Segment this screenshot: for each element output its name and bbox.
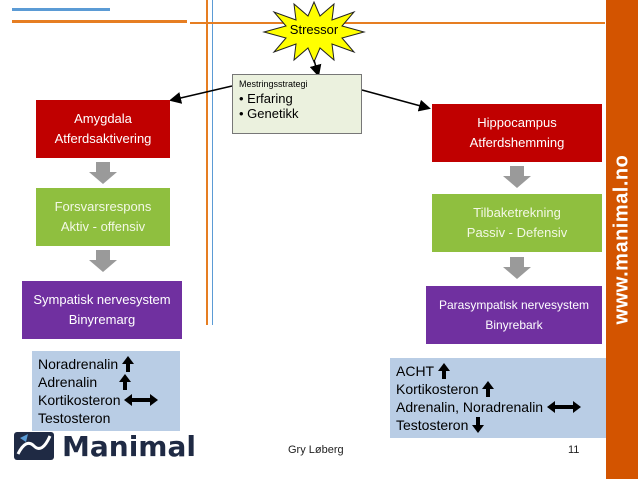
sidebar-url-text: www.manimal.no bbox=[610, 154, 633, 325]
vertical-accent-line-blue bbox=[212, 0, 213, 325]
arrow-up-icon bbox=[122, 356, 135, 372]
hormone-row: Noradrenalin bbox=[38, 355, 174, 373]
top-accent-line-blue bbox=[12, 8, 110, 11]
defense-response-box: Forsvarsrespons Aktiv - offensiv bbox=[36, 188, 170, 246]
manimal-logo: Manimal bbox=[12, 428, 196, 464]
sympathetic-nervous-system-box: Sympatisk nervesystem Binyremarg bbox=[22, 281, 182, 339]
arrow-down-icon bbox=[472, 417, 485, 433]
withdrawal-label: Tilbaketrekning bbox=[473, 205, 561, 220]
hippocampus-box: Hippocampus Atferdshemming bbox=[432, 104, 602, 162]
right-hormone-box: ACHT Kortikosteron Adrenalin, Noradrenal… bbox=[390, 358, 606, 438]
hormone-row: Kortikosteron bbox=[396, 380, 600, 398]
strategy-item: • Genetikk bbox=[239, 106, 299, 121]
hormone-row: Testosteron bbox=[38, 410, 111, 426]
sidebar-band bbox=[606, 0, 638, 479]
defense-response-label: Forsvarsrespons bbox=[54, 199, 152, 214]
logo-mark-icon bbox=[14, 432, 54, 460]
arrow-up-icon bbox=[438, 363, 451, 379]
adrenal-cortex-label: Binyrebark bbox=[485, 318, 543, 332]
amygdala-label: Amygdala bbox=[74, 111, 132, 126]
footer-page-number: 11 bbox=[568, 444, 580, 456]
behavior-activation-label: Atferdsaktivering bbox=[54, 131, 152, 146]
coping-strategy-box: Mestringsstrategi • Erfaring • Genetikk bbox=[232, 74, 362, 134]
hormone-row: Testosteron bbox=[396, 416, 600, 434]
parasympathetic-label: Parasympatisk nervesystem bbox=[438, 298, 590, 312]
amygdala-box: Amygdala Atferdsaktivering bbox=[36, 100, 170, 158]
parasympathetic-nervous-system-box: Parasympatisk nervesystem Binyrebark bbox=[426, 286, 602, 344]
top-accent-line-orange bbox=[12, 20, 187, 23]
active-offensive-label: Aktiv - offensiv bbox=[60, 219, 146, 234]
arrow-up-icon bbox=[482, 381, 495, 397]
adrenal-medulla-label: Binyremarg bbox=[68, 312, 136, 327]
down-arrow-icon bbox=[89, 250, 117, 272]
down-arrow-icon bbox=[89, 162, 117, 184]
down-arrow-icon bbox=[503, 257, 531, 279]
horizontal-accent-line bbox=[190, 22, 605, 24]
passive-defensive-label: Passiv - Defensiv bbox=[466, 225, 568, 240]
sympathetic-label: Sympatisk nervesystem bbox=[33, 292, 171, 307]
sidebar-url: www.manimal.no bbox=[606, 0, 638, 479]
left-hormone-box: Noradrenalin Adrenalin Kortikosteron Tes… bbox=[32, 351, 180, 431]
hippocampus-label: Hippocampus bbox=[477, 115, 557, 130]
hormone-row: Kortikosteron bbox=[38, 391, 174, 409]
arrow-up-icon bbox=[119, 374, 132, 390]
strategy-heading: Mestringsstrategi bbox=[239, 79, 308, 89]
arrow-both-icon bbox=[124, 394, 159, 406]
hormone-row: Adrenalin bbox=[38, 373, 174, 391]
down-arrow-icon bbox=[503, 166, 531, 188]
behavior-inhibition-label: Atferdshemming bbox=[469, 135, 565, 150]
strategy-item: • Erfaring bbox=[239, 91, 293, 106]
vertical-accent-line-orange bbox=[206, 0, 208, 325]
stressor-label: Stressor bbox=[289, 22, 339, 37]
footer-author: Gry Løberg bbox=[288, 444, 344, 456]
arrow-both-icon bbox=[547, 401, 582, 413]
hormone-row: ACHT bbox=[396, 362, 600, 380]
strategy-to-amygdala-arrow bbox=[169, 85, 233, 104]
withdrawal-box: Tilbaketrekning Passiv - Defensiv bbox=[432, 194, 602, 252]
hormone-row: Adrenalin, Noradrenalin bbox=[396, 398, 600, 416]
logo-text: Manimal bbox=[62, 429, 196, 463]
strategy-to-hippocampus-arrow bbox=[361, 89, 431, 112]
